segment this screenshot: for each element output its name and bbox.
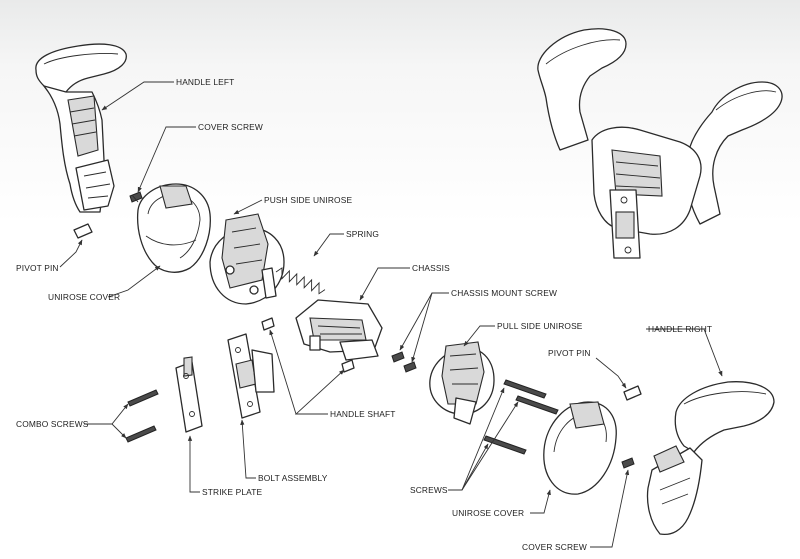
leader-lines	[59, 81, 723, 548]
label-cover-screw-bottom: COVER SCREW	[522, 542, 587, 552]
combo-screws-parts	[125, 389, 159, 443]
label-pull-side-unirose: PULL SIDE UNIROSE	[497, 321, 583, 331]
screws-parts	[483, 379, 559, 455]
label-pivot-pin-left: PIVOT PIN	[16, 263, 59, 273]
handle-right-part	[646, 381, 775, 536]
label-unirose-cover-left: UNIROSE COVER	[48, 292, 120, 302]
label-handle-right: HANDLE RIGHT	[648, 324, 712, 334]
label-cover-screw-top: COVER SCREW	[198, 122, 263, 132]
unirose-cover-left-part	[136, 183, 211, 273]
push-side-unirose-part	[209, 213, 285, 305]
label-combo-screws: COMBO SCREWS	[16, 419, 89, 429]
chassis-mount-screw-parts	[391, 351, 417, 373]
cover-screw-bottom-part	[621, 457, 635, 469]
label-pivot-pin-right: PIVOT PIN	[548, 348, 591, 358]
chassis-part	[295, 299, 383, 361]
bolt-assembly-part	[227, 333, 275, 419]
pivot-pin-left-part	[73, 223, 93, 239]
assembled-lever-part	[537, 28, 783, 259]
label-strike-plate: STRIKE PLATE	[202, 487, 263, 497]
label-chassis-mount-screw: CHASSIS MOUNT SCREW	[451, 288, 557, 298]
callout-labels: HANDLE LEFT COVER SCREW PUSH SIDE UNIROS…	[16, 77, 712, 552]
strike-plate-part	[175, 356, 203, 433]
label-handle-left: HANDLE LEFT	[176, 77, 234, 87]
handle-left-part	[35, 43, 127, 213]
pivot-pin-right-part	[623, 385, 642, 401]
label-handle-shaft: HANDLE SHAFT	[330, 409, 396, 419]
unirose-cover-right-part	[543, 401, 617, 495]
label-chassis: CHASSIS	[412, 263, 450, 273]
label-bolt-assembly: BOLT ASSEMBLY	[258, 473, 328, 483]
pull-side-unirose-part	[429, 341, 495, 425]
label-spring: SPRING	[346, 229, 379, 239]
spring-part	[275, 267, 326, 295]
label-unirose-cover-right: UNIROSE COVER	[452, 508, 524, 518]
handle-shaft-parts	[261, 317, 355, 373]
label-screws: SCREWS	[410, 485, 448, 495]
label-push-side-unirose: PUSH SIDE UNIROSE	[264, 195, 352, 205]
cover-screw-top-part	[129, 191, 143, 203]
